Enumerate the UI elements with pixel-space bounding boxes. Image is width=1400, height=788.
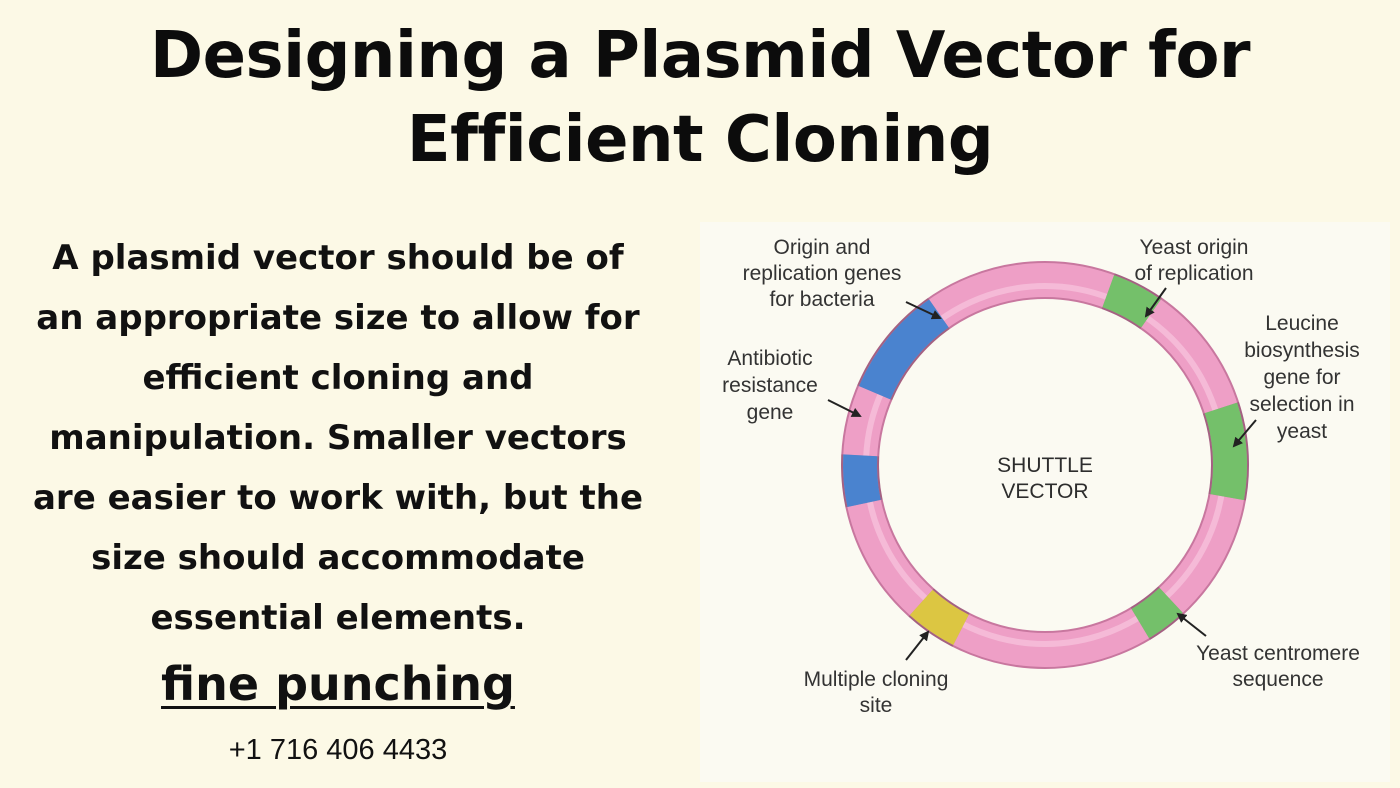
plasmid-svg: SHUTTLE VECTOR Origin and replication ge… xyxy=(722,236,1360,717)
segment-antibiotic-resistance xyxy=(843,454,881,507)
description-line: A plasmid vector should be of xyxy=(52,238,624,278)
description-paragraph: A plasmid vector should be of an appropr… xyxy=(4,228,672,648)
segment-origin-replication-bacteria xyxy=(859,299,949,400)
description-line: size should accommodate xyxy=(91,538,585,578)
description-line: efficient cloning and xyxy=(142,358,534,398)
label-yeast-origin-line-2: of replication xyxy=(1134,262,1253,285)
segments-group xyxy=(841,273,1249,647)
label-centromere-line-2: sequence xyxy=(1232,668,1323,691)
page-title: Designing a Plasmid Vector for Efficient… xyxy=(0,14,1400,182)
label-origin-line-2: replication genes xyxy=(743,262,902,285)
label-mcs-line-1: Multiple cloning xyxy=(804,668,949,691)
segment-leucine-gene xyxy=(1204,402,1247,501)
label-antibiotic-line-3: gene xyxy=(747,401,794,424)
arrow-mcs xyxy=(905,630,930,661)
arrow-origin xyxy=(905,301,942,320)
arrow-yeast-origin xyxy=(1144,287,1167,318)
brand-name: fine punching xyxy=(161,657,515,711)
arrow-leucine xyxy=(1232,419,1257,448)
label-yeast-origin-line-1: Yeast origin xyxy=(1140,236,1249,259)
segment-yeast-centromere xyxy=(1131,587,1183,639)
label-origin-line-3: for bacteria xyxy=(769,288,874,311)
label-leucine-line-3: gene for xyxy=(1263,366,1340,389)
segment-multiple-cloning-site xyxy=(909,589,970,645)
center-label-line-2: VECTOR xyxy=(1001,480,1088,503)
phone-number: +1 716 406 4433 xyxy=(228,734,448,766)
label-mcs-line-2: site xyxy=(860,694,893,717)
label-leucine-line-2: biosynthesis xyxy=(1244,339,1360,362)
title-line-1: Designing a Plasmid Vector for xyxy=(150,19,1251,93)
arrow-antibiotic xyxy=(827,399,862,417)
description-line: are easier to work with, but the xyxy=(32,478,644,518)
label-leucine-line-1: Leucine xyxy=(1265,312,1339,335)
label-leucine-line-4: selection in xyxy=(1249,393,1354,416)
center-label-line-1: SHUTTLE xyxy=(997,454,1093,477)
description-line: essential elements. xyxy=(150,598,526,638)
label-leucine-line-5: yeast xyxy=(1277,420,1327,443)
description-line: an appropriate size to allow for xyxy=(36,298,640,338)
label-centromere-line-1: Yeast centromere xyxy=(1196,642,1360,665)
title-line-2: Efficient Cloning xyxy=(406,103,994,177)
label-antibiotic-line-2: resistance xyxy=(722,374,818,397)
label-origin-line-1: Origin and xyxy=(774,236,871,259)
label-antibiotic-line-1: Antibiotic xyxy=(727,347,812,370)
arrow-centromere xyxy=(1176,612,1207,637)
segment-yeast-origin xyxy=(1102,275,1161,328)
description-line: manipulation. Smaller vectors xyxy=(49,418,627,458)
shuttle-vector-diagram: SHUTTLE VECTOR Origin and replication ge… xyxy=(700,222,1390,782)
